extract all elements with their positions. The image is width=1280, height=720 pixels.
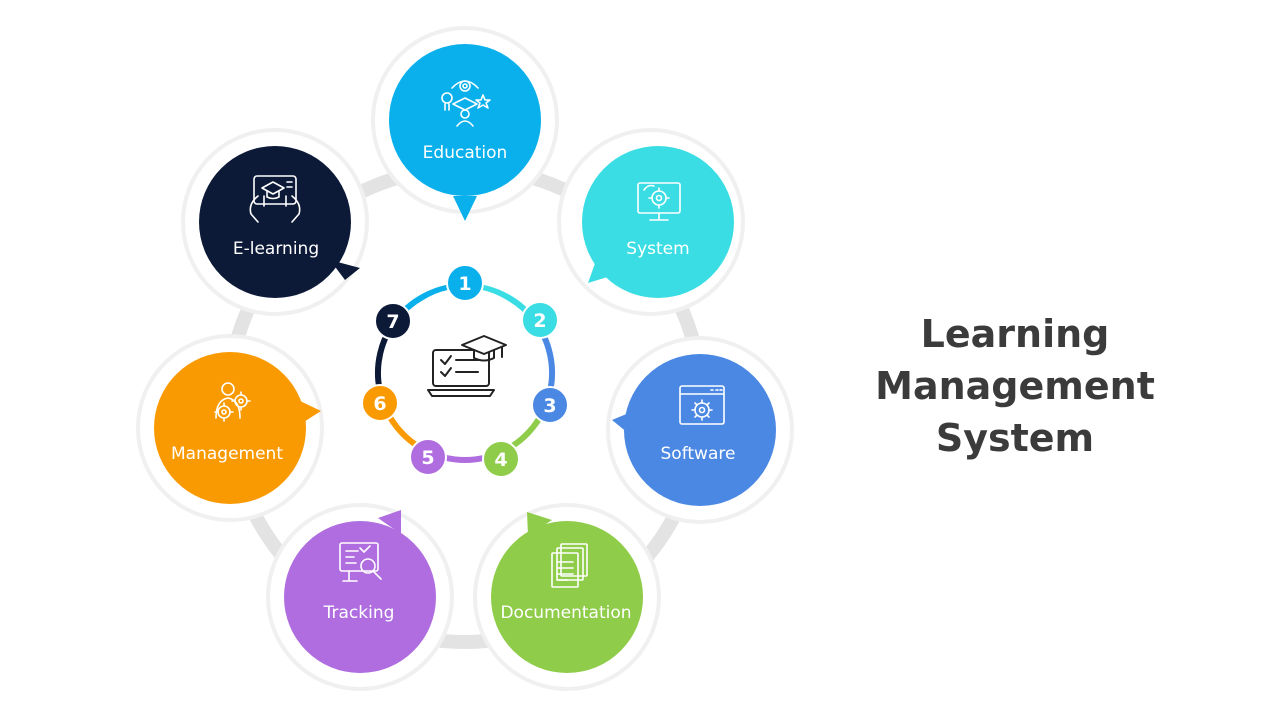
tail-tracking xyxy=(378,510,401,534)
bubble-management[interactable] xyxy=(154,352,306,504)
bubble-system[interactable] xyxy=(582,146,734,298)
number-badges: 1 2 3 4 5 6 7 xyxy=(361,264,569,478)
badge-number-7: 7 xyxy=(386,311,399,333)
bubble-education[interactable] xyxy=(389,44,541,196)
tracking-magnifier-icon xyxy=(339,542,382,582)
bubble-labels: Education System Software Documentation … xyxy=(171,143,735,623)
badge-number-4: 4 xyxy=(494,449,507,471)
education-people-icon xyxy=(441,80,491,127)
page-title: Learning Management System xyxy=(850,308,1180,464)
title-line-1: Learning xyxy=(920,312,1110,356)
monitor-gear-icon xyxy=(637,182,681,221)
badge-5 xyxy=(409,438,447,476)
badge-1 xyxy=(446,264,484,302)
badge-7 xyxy=(374,302,412,340)
badge-4 xyxy=(482,440,520,478)
badge-number-5: 5 xyxy=(421,447,434,469)
documents-icon xyxy=(551,543,588,588)
badge-number-2: 2 xyxy=(533,310,546,332)
title-line-3: System xyxy=(935,416,1095,460)
browser-gear-icon xyxy=(679,385,725,425)
label-education: Education xyxy=(423,143,508,163)
label-software: Software xyxy=(661,444,736,464)
manager-gears-icon xyxy=(214,382,251,422)
bubbles xyxy=(154,44,776,673)
label-system: System xyxy=(626,239,689,259)
bubble-tracking[interactable] xyxy=(284,521,436,673)
bubble-documentation[interactable] xyxy=(491,521,643,673)
hub-circle xyxy=(387,288,543,444)
laptop-graduation-cap-icon xyxy=(427,335,507,397)
badge-number-6: 6 xyxy=(373,393,386,415)
tail-education xyxy=(453,196,477,221)
bubble-software[interactable] xyxy=(624,354,776,506)
badge-number-1: 1 xyxy=(458,273,471,295)
label-management: Management xyxy=(171,444,283,464)
badge-3 xyxy=(531,386,569,424)
badge-number-3: 3 xyxy=(543,395,556,417)
label-documentation: Documentation xyxy=(500,603,631,623)
label-tracking: Tracking xyxy=(323,603,395,623)
bubble-elearning[interactable] xyxy=(199,146,351,298)
tablet-learning-icon xyxy=(249,175,301,223)
badge-6 xyxy=(361,384,399,422)
badge-2 xyxy=(521,301,559,339)
title-line-2: Management xyxy=(875,364,1155,408)
label-elearning: E-learning xyxy=(233,239,319,259)
